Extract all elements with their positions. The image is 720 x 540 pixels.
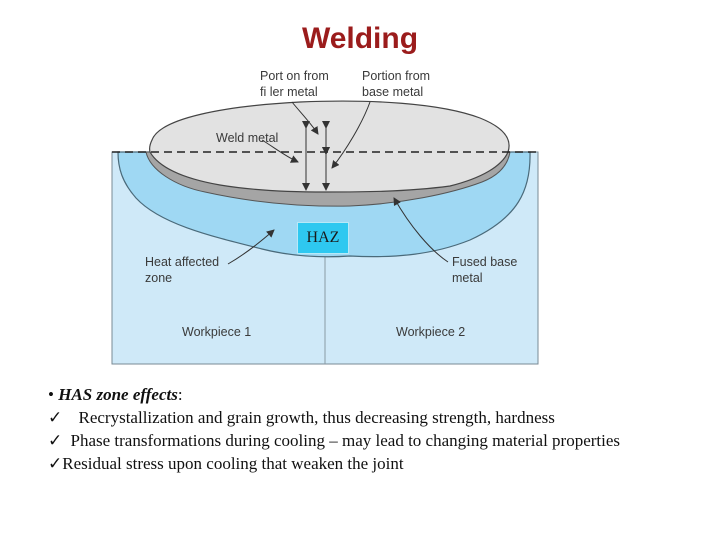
haz-effects-notes: • HAS zone effects: ✓ Recrystallization … <box>48 383 698 475</box>
label-haz-line1: Heat affected <box>145 255 220 269</box>
label-fused-line1: Fused base <box>452 255 518 269</box>
check-icon: ✓ <box>48 454 63 473</box>
list-item-text: Recrystallization and grain growth, thus… <box>78 408 555 427</box>
notes-heading-row: • HAS zone effects: <box>48 383 698 406</box>
list-item-text: Phase transformations during cooling – m… <box>70 431 621 450</box>
leader-filler-metal <box>291 101 319 135</box>
label-filler-metal-line1: Port on from <box>260 69 329 83</box>
label-workpiece-1: Workpiece 1 <box>182 325 252 339</box>
label-base-metal-line1: Portion from <box>362 69 431 83</box>
leader-heat-affected-zone <box>227 229 275 265</box>
leader-fused-base-metal <box>393 197 449 263</box>
leader-base-metal <box>331 101 371 169</box>
check-icon: ✓ <box>48 431 63 450</box>
label-filler-metal: Port on from fi ler metal <box>260 68 329 100</box>
haz-box: HAZ <box>297 222 349 254</box>
label-haz-line2: zone <box>145 271 173 285</box>
label-heat-affected-zone: Heat affected zone <box>145 254 219 286</box>
leader-weld-metal <box>261 139 299 163</box>
label-base-metal-line2: base metal <box>362 85 424 99</box>
label-fused-line2: metal <box>452 271 483 285</box>
label-fused-base-metal: Fused base metal <box>452 254 517 286</box>
page-title: Welding <box>301 22 419 55</box>
list-item: ✓ Recrystallization and grain growth, th… <box>48 406 698 429</box>
weld-cross-section-diagram <box>111 100 539 365</box>
list-item-text: Residual stress upon cooling that weaken… <box>62 454 404 473</box>
notes-heading: HAS zone effects <box>58 385 178 404</box>
weld-metal-shape <box>149 100 510 193</box>
label-workpiece-2: Workpiece 2 <box>396 325 466 339</box>
label-base-metal: Portion from base metal <box>362 68 430 100</box>
list-item: ✓ Phase transformations during cooling –… <box>48 429 698 452</box>
label-weld-metal: Weld metal <box>216 131 279 145</box>
check-icon: ✓ <box>48 408 63 427</box>
list-item: ✓Residual stress upon cooling that weake… <box>48 452 698 475</box>
notes-heading-suffix: : <box>177 385 183 404</box>
label-filler-metal-line2: fi ler metal <box>260 85 318 99</box>
bullet-icon: • <box>48 385 54 404</box>
